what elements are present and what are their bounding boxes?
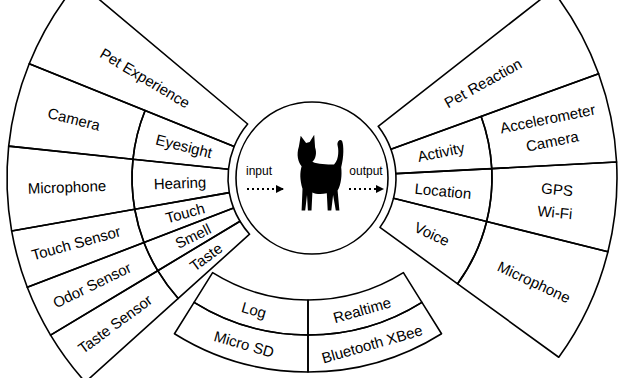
dotted-arrow bbox=[247, 188, 283, 190]
storage-cell: Micro SD bbox=[172, 300, 310, 374]
center-label-holder: input bbox=[246, 165, 272, 179]
segment-label: Taste Sensor bbox=[75, 291, 156, 357]
segment-label: Bluetooth XBee bbox=[320, 322, 425, 367]
outline-shape bbox=[194, 273, 308, 335]
segment-label: Activity bbox=[416, 138, 466, 164]
sensor-segment: AccelerometerCamera bbox=[479, 71, 618, 171]
segment-label: Microphone bbox=[495, 257, 573, 306]
outline-shape bbox=[27, 243, 157, 336]
outline-shape bbox=[236, 102, 388, 254]
segment-label-holder: Activity bbox=[416, 138, 466, 164]
outline-shape bbox=[380, 198, 487, 283]
segment-label: Odor Sensor bbox=[50, 259, 134, 312]
segment-label-holder: Microphone bbox=[495, 257, 573, 306]
outline-shape bbox=[458, 222, 608, 358]
sense-segment: Hearing bbox=[130, 157, 232, 212]
outline-shape bbox=[29, 0, 247, 147]
storage-cell: Bluetooth XBee bbox=[306, 300, 444, 374]
segment-label-holder: Log bbox=[239, 298, 268, 321]
segment-label: Pet Experience bbox=[97, 44, 193, 111]
dotted-arrow bbox=[349, 188, 383, 190]
reaction-segment: Activity bbox=[388, 114, 494, 176]
segment-label: Log bbox=[239, 298, 268, 321]
segment-label-holder: Pet Reaction bbox=[441, 55, 524, 112]
segment-label-holder: Odor Sensor bbox=[50, 259, 134, 312]
segment-label-holder: Touch Sensor bbox=[29, 223, 122, 264]
segment-label: Camera bbox=[46, 104, 102, 134]
segment-label: Voice bbox=[411, 218, 452, 249]
center-label: output bbox=[349, 165, 382, 179]
segment-label-holder: Taste Sensor bbox=[75, 291, 156, 357]
segment-label: Wi-Fi bbox=[537, 203, 573, 224]
segment-label-holder: AccelerometerCamera bbox=[499, 100, 602, 159]
segment-label-holder: Taste bbox=[186, 239, 225, 274]
segment-label: Location bbox=[414, 179, 472, 202]
segment-label: Touch Sensor bbox=[29, 223, 122, 264]
outline-shape bbox=[378, 0, 598, 149]
segment-label-holder: Location bbox=[414, 179, 472, 202]
sensor-segment: Camera bbox=[6, 61, 148, 162]
segment-label-holder: GPS Wi-Fi bbox=[537, 180, 576, 224]
outline-shape bbox=[51, 271, 179, 378]
outline-shape bbox=[394, 169, 492, 222]
sensor-segment: Microphone bbox=[455, 219, 610, 360]
sensor-segment: Odor Sensor bbox=[25, 240, 160, 338]
sensor-segment: GPS Wi-Fi bbox=[484, 160, 618, 254]
sensor-segment: Taste Sensor bbox=[48, 268, 181, 378]
segment-label: Microphone bbox=[28, 177, 107, 197]
outline-shape bbox=[174, 302, 308, 372]
segment-label-holder: Hearing bbox=[154, 173, 207, 192]
outline-shape bbox=[391, 116, 492, 173]
segment-label-holder: Microphone bbox=[28, 177, 107, 197]
segment-label-holder: Pet Experience bbox=[97, 44, 193, 111]
outline-shape bbox=[9, 64, 145, 159]
segment-label: Camera bbox=[525, 127, 581, 155]
outline-shape bbox=[481, 74, 616, 169]
outline-shape bbox=[308, 302, 442, 372]
reaction-segment: Location bbox=[391, 166, 494, 224]
segment-label-holder: Bluetooth XBee bbox=[320, 322, 425, 367]
outline-shape bbox=[7, 146, 135, 231]
center-label: input bbox=[246, 165, 272, 179]
sensor-segment: Microphone bbox=[5, 144, 137, 233]
reaction-segment: Voice bbox=[377, 196, 489, 286]
segment-label: Hearing bbox=[154, 173, 207, 192]
sense-segment: Eyesight bbox=[130, 108, 237, 172]
segment-label: Taste bbox=[186, 239, 225, 274]
center-label-holder: output bbox=[349, 165, 382, 179]
center-circle: input output bbox=[234, 100, 390, 256]
fan-band: Pet Experience bbox=[27, 0, 250, 149]
segment-label-holder: Voice bbox=[411, 218, 452, 249]
segment-label: Pet Reaction bbox=[441, 55, 524, 112]
cat-silhouette bbox=[298, 135, 344, 211]
segment-label-holder: Camera bbox=[46, 104, 102, 134]
segment-label: GPS bbox=[540, 180, 573, 200]
